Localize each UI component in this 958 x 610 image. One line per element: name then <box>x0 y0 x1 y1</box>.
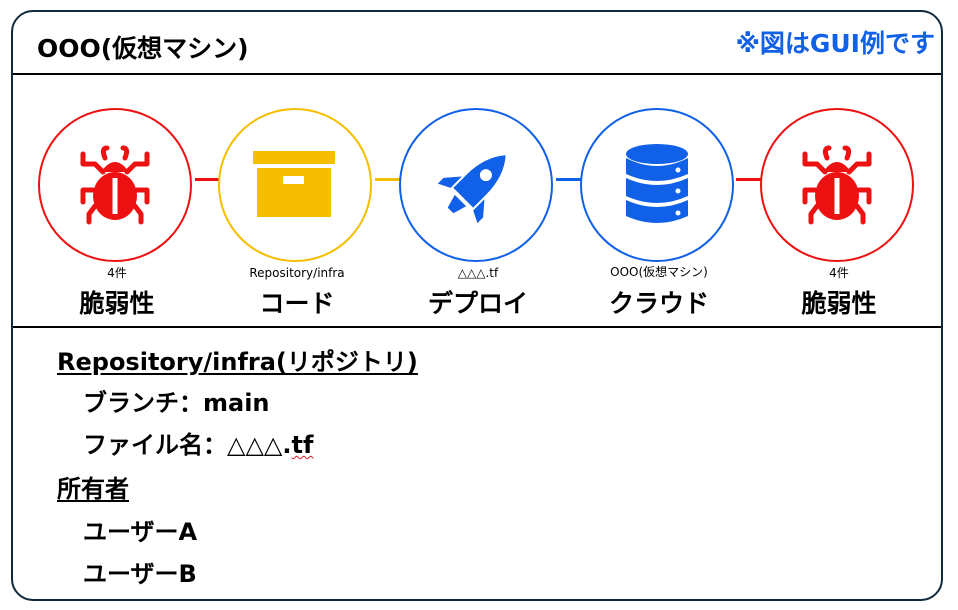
owner-heading: 所有者 <box>57 475 129 503</box>
node-subtitle: Repository/infra <box>249 266 345 280</box>
node-subtitle: OOO(仮想マシン) <box>610 265 708 279</box>
connector-deploy-cloud <box>556 178 586 181</box>
node-circle[interactable] <box>760 108 914 262</box>
file-name-info: ファイル名：△△△.tf <box>83 425 313 460</box>
connector-code-deploy <box>375 178 405 181</box>
node-label: コード <box>259 289 335 318</box>
node-circle[interactable] <box>38 108 192 262</box>
pipeline-node-vulnerability-left[interactable]: 4件 脆弱性 <box>38 108 196 320</box>
pipeline-node-vulnerability-right[interactable]: 4件 脆弱性 <box>760 108 918 320</box>
repository-heading[interactable]: Repository/infra(リポジトリ) <box>57 348 418 376</box>
pipeline-node-cloud[interactable]: OOO(仮想マシン) クラウド <box>580 108 738 320</box>
branch-info: ブランチ：main <box>83 389 270 417</box>
connector-cloud-vuln <box>736 178 766 181</box>
pipeline-node-code[interactable]: Repository/infra コード <box>218 108 376 320</box>
node-subtitle: △△△.tf <box>399 266 557 282</box>
bug-icon <box>80 145 150 225</box>
node-circle[interactable] <box>218 108 372 262</box>
header-divider <box>13 73 941 75</box>
rocket-icon <box>437 155 506 224</box>
bug-icon <box>802 145 872 225</box>
node-label: 脆弱性 <box>79 289 155 318</box>
gui-example-note: ※図はGUI例です <box>735 29 935 58</box>
node-circle[interactable] <box>399 108 553 262</box>
connector-vuln-code <box>195 178 225 181</box>
file-extension: tf <box>291 431 314 459</box>
owner-item: ユーザーA <box>83 518 198 546</box>
file-name-prefix: ファイル名：△△△. <box>83 431 292 459</box>
database-icon <box>626 144 688 223</box>
node-label: デプロイ <box>427 289 528 318</box>
section-divider <box>13 326 941 328</box>
node-subtitle: 4件 <box>829 266 849 280</box>
owner-item: ユーザーB <box>83 560 197 588</box>
vm-card: OOO(仮想マシン) ※図はGUI例です <box>11 10 943 601</box>
pipeline-node-deploy[interactable]: △△△.tf デプロイ <box>399 108 557 320</box>
node-label: 脆弱性 <box>801 289 877 318</box>
node-circle[interactable] <box>580 108 734 262</box>
deploy-file-name: △△△.tf <box>457 266 499 280</box>
node-label: クラウド <box>608 289 709 318</box>
page-title: OOO(仮想マシン) <box>37 34 249 63</box>
archive-box-icon <box>253 151 335 217</box>
node-subtitle: 4件 <box>107 266 127 280</box>
